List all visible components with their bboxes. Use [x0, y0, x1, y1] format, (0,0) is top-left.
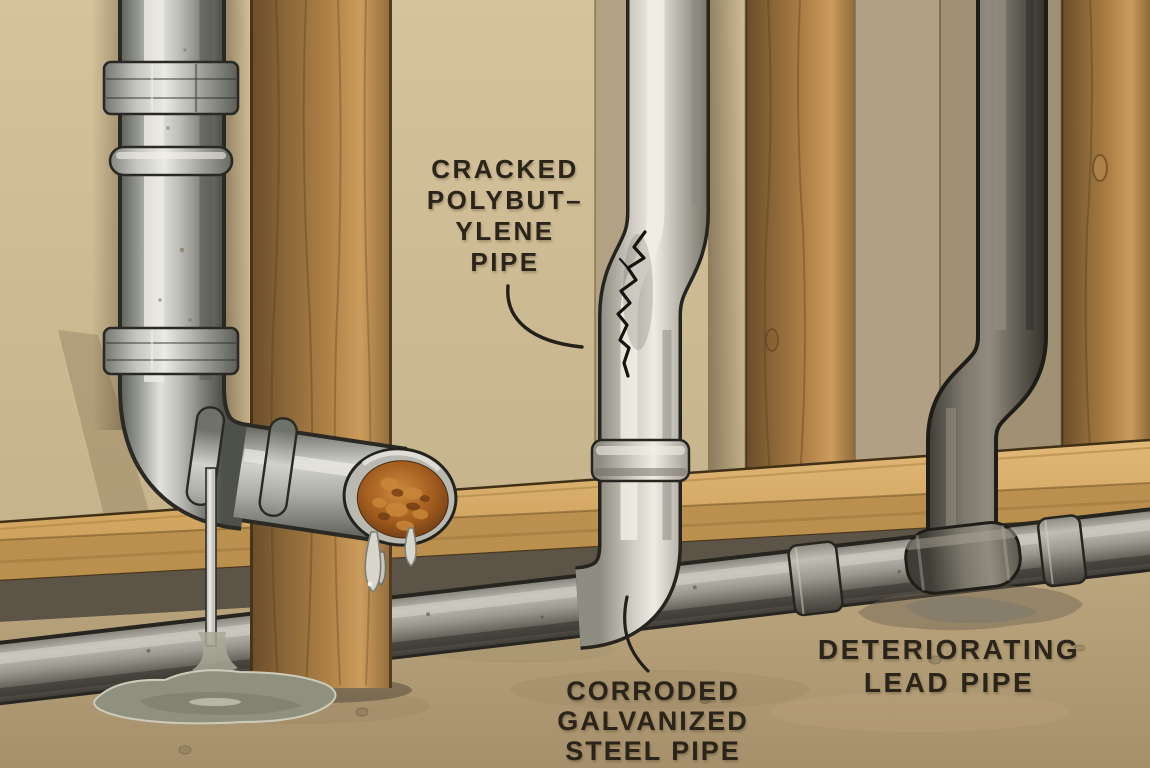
pipe-shadow: [58, 330, 150, 515]
label-line: STEEL PIPE: [565, 736, 741, 766]
pebble: [355, 707, 369, 717]
lead-pipe: [904, 0, 1048, 595]
leader-line-corroded: [623, 595, 650, 673]
wall-panel: [855, 0, 945, 490]
pebble: [699, 696, 711, 704]
pipe-hanger-strap: [192, 467, 238, 674]
pebble: [928, 655, 942, 665]
pipe-coupling: [590, 438, 691, 483]
hex-coupling: [102, 326, 240, 376]
rust-texture: [372, 477, 429, 531]
pipe-tee-fitting: [904, 521, 1022, 595]
label-line: LEAD PIPE: [863, 667, 1035, 698]
water-drip: [404, 527, 417, 568]
pipe-coupling: [1036, 514, 1088, 588]
pebble: [1074, 644, 1086, 652]
label-line: DETERIORATING: [817, 634, 1081, 665]
label-line: POLYBUT–: [426, 185, 584, 215]
water-stain-wet: [905, 596, 1038, 624]
label-corroded-galvanized-steel-pipe: CORRODED GALVANIZED STEEL PIPE: [527, 676, 779, 766]
water-run: [192, 632, 238, 674]
pipe-coupling: [787, 540, 844, 617]
label-line: YLENE: [455, 216, 555, 246]
ring-coupling: [108, 145, 234, 177]
label-cracked-polybutylene-pipe: CRACKED POLYBUT– YLENE PIPE: [390, 154, 620, 278]
label-line: CRACKED: [431, 154, 579, 184]
leader-line-cracked: [506, 284, 584, 349]
galvanized-steel-pipe: [102, 0, 458, 594]
label-deteriorating-lead-pipe: DETERIORATING LEAD PIPE: [794, 633, 1104, 699]
ring-coupling: [258, 417, 298, 517]
pebble: [178, 745, 192, 755]
label-line: CORRODED: [566, 676, 740, 706]
corroded-pipe-opening: [342, 447, 458, 547]
wall-stud-middle: [744, 0, 855, 479]
water-drip: [364, 531, 382, 594]
label-line: PIPE: [470, 247, 540, 277]
wall-stud-left: [232, 0, 412, 703]
wall-stud-right: [1060, 0, 1150, 463]
hex-coupling: [102, 60, 240, 116]
pipe-crack: [616, 230, 647, 378]
label-line: GALVANIZED: [557, 706, 749, 736]
polybutylene-pipe: [573, 0, 710, 650]
